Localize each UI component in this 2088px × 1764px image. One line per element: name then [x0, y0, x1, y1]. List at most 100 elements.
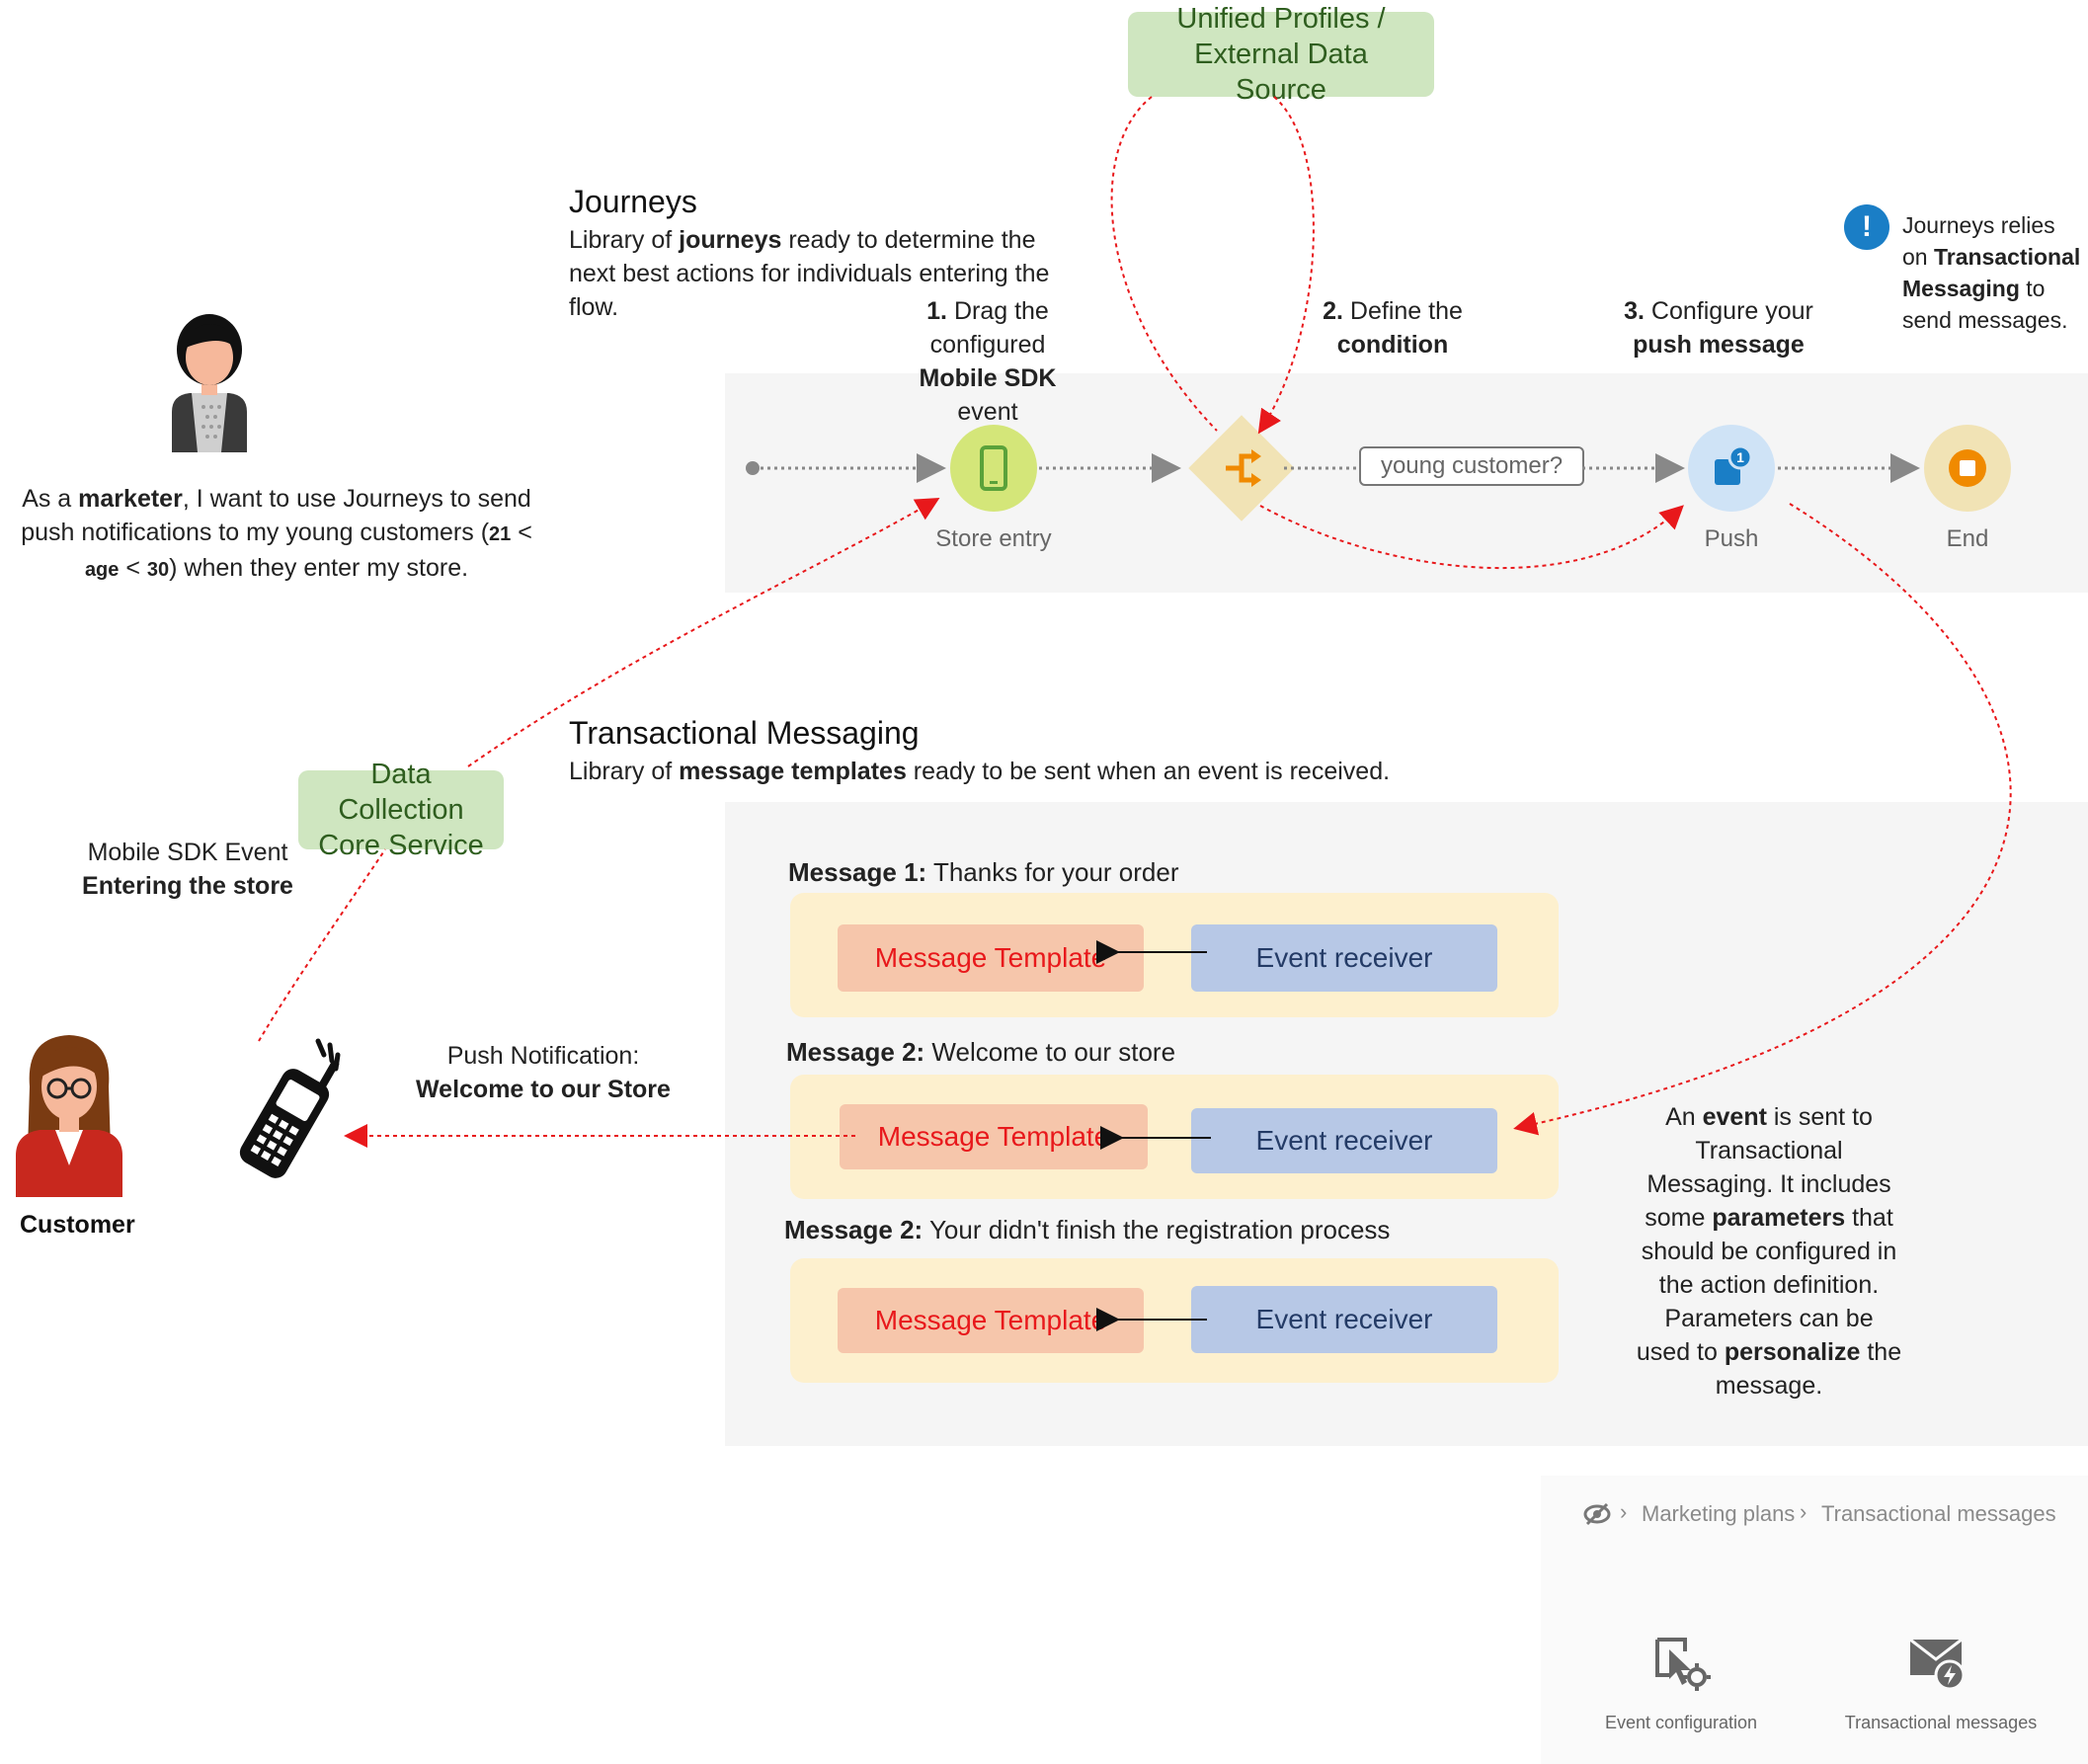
customer-label: Customer	[20, 1211, 135, 1239]
unified-profiles-label: Unified Profiles / External Data Source	[1176, 3, 1386, 106]
message-1-receiver[interactable]: Event receiver	[1191, 924, 1497, 992]
push-notification-icon: 1	[1715, 444, 1753, 485]
push-notification-text: Push Notification: Welcome to our Store	[415, 1039, 672, 1106]
message-1-template-label: Message Template	[874, 942, 1107, 973]
message-2-receiver-label: Event receiver	[1255, 1125, 1433, 1156]
info-icon: !	[1844, 204, 1889, 250]
breadcrumb-transactional-messages[interactable]: Transactional messages	[1821, 1501, 2056, 1526]
data-collection-source: Data Collection Core Service	[298, 759, 504, 861]
event-note-p3: that should be configured in the action …	[1636, 1204, 1897, 1366]
svg-text:1: 1	[1736, 449, 1744, 465]
step-2: 2. Define the condition	[1309, 294, 1477, 361]
ui-screenshot	[1541, 1476, 2088, 1764]
step-1-pre: Drag the configured	[929, 297, 1049, 359]
push-node[interactable]: 1	[1688, 425, 1775, 512]
step-1-number: 1.	[926, 297, 947, 325]
message-2-bold: Message 2:	[786, 1037, 925, 1067]
info-note-pre: Journeys relies on	[1902, 212, 2055, 270]
profile-to-condition-curve	[1110, 96, 1218, 432]
cellphone-icon	[227, 1031, 346, 1189]
marketer-age: age	[84, 559, 120, 581]
info-note-bold: Transactional Messaging	[1902, 244, 2081, 301]
condition-label[interactable]: young customer?	[1359, 446, 1584, 486]
phone-to-sdk-curve	[258, 848, 386, 1042]
step-3: 3. Configure your push message	[1620, 294, 1817, 361]
breadcrumb-marketing-plans[interactable]: Marketing plans	[1642, 1501, 1796, 1526]
message-3-bold: Message 2:	[784, 1215, 924, 1244]
step-3-pre: Configure your	[1644, 297, 1813, 325]
message-1-receiver-label: Event receiver	[1255, 942, 1433, 973]
event-configuration-icon[interactable]	[1651, 1636, 1711, 1691]
marketer-post: ) when they enter my store.	[169, 554, 469, 582]
event-note-p2: is sent to Transactional Messaging. It i…	[1645, 1103, 1891, 1232]
breadcrumb-chevron-2: ›	[1800, 1499, 1807, 1524]
marketer-bold: marketer	[78, 485, 183, 513]
message-2-text: Welcome to our store	[924, 1037, 1176, 1067]
event-note-p1: An	[1665, 1103, 1703, 1131]
step-1: 1. Drag the configured Mobile SDK event	[889, 294, 1086, 429]
event-note-b2: parameters	[1712, 1204, 1846, 1232]
message-1-title: Message 1: Thanks for your order	[788, 857, 1179, 888]
journeys-desc-bold: journeys	[679, 226, 782, 254]
journeys-description: Library of journeys ready to determine t…	[569, 223, 1063, 324]
transactional-desc-post: ready to be sent when an event is receiv…	[906, 758, 1391, 785]
message-3-template-label: Message Template	[874, 1305, 1107, 1335]
marketer-age-min: 21	[489, 523, 512, 545]
mobile-event-line-2: Entering the store	[82, 872, 293, 900]
event-note-p4: the message.	[1715, 1338, 1902, 1400]
step-2-bold: condition	[1336, 331, 1449, 359]
step-3-number: 3.	[1624, 297, 1645, 325]
transactional-messages-label[interactable]: Transactional messages	[1844, 1713, 2038, 1732]
transactional-title: Transactional Messaging	[569, 715, 920, 751]
message-3-receiver-label: Event receiver	[1255, 1304, 1433, 1334]
step-2-pre: Define the	[1342, 297, 1463, 325]
message-2-receiver[interactable]: Event receiver	[1191, 1108, 1497, 1173]
mobile-event-line-1: Mobile SDK Event	[87, 839, 288, 866]
flow-start-dot	[746, 461, 760, 475]
info-icon-glyph: !	[1862, 210, 1872, 243]
mobile-phone-icon	[980, 445, 1007, 491]
info-note: Journeys relies on Transactional Messagi…	[1902, 209, 2085, 336]
condition-to-push-curve	[1259, 505, 1684, 570]
push-notification-line-1: Push Notification:	[446, 1042, 640, 1070]
store-entry-node[interactable]	[950, 425, 1037, 512]
event-configuration-label[interactable]: Event configuration	[1604, 1713, 1758, 1732]
message-1-text: Thanks for your order	[926, 857, 1179, 887]
sdk-to-store-entry-curve	[467, 497, 940, 767]
step-3-bold: push message	[1633, 331, 1805, 359]
customer-avatar	[16, 1027, 122, 1197]
message-3-title: Message 2: Your didn't finish the regist…	[784, 1215, 1390, 1245]
journeys-desc-post: ready to determine the next best actions…	[569, 226, 1050, 321]
store-entry-label: Store entry	[935, 525, 1052, 552]
message-2-title: Message 2: Welcome to our store	[786, 1037, 1175, 1068]
event-note-b1: event	[1702, 1103, 1767, 1131]
message-3-receiver[interactable]: Event receiver	[1191, 1286, 1497, 1353]
marketer-lt-2: <	[119, 554, 147, 582]
info-note-post: to send messages.	[1902, 276, 2068, 333]
transactional-description: Library of message templates ready to be…	[569, 755, 1557, 788]
marketer-age-max: 30	[146, 559, 170, 581]
event-note: An event is sent to Transactional Messag…	[1636, 1100, 1902, 1403]
push-label: Push	[1704, 525, 1759, 552]
hidden-eye-icon[interactable]	[1582, 1499, 1612, 1529]
event-note-b3: personalize	[1724, 1338, 1861, 1366]
transactional-desc-bold: message templates	[679, 758, 907, 785]
marketer-lt-1: <	[511, 519, 532, 546]
breadcrumb-chevron-1: ›	[1620, 1499, 1628, 1524]
step-1-post: event	[957, 398, 1018, 426]
message-2-template[interactable]: Message Template	[840, 1104, 1148, 1169]
marketer-statement: As a marketer, I want to use Journeys to…	[20, 482, 533, 587]
unified-profiles-source: Unified Profiles / External Data Source	[1128, 3, 1434, 106]
end-node[interactable]	[1924, 425, 2011, 512]
message-1-bold: Message 1:	[788, 857, 927, 887]
message-1-template[interactable]: Message Template	[838, 924, 1144, 992]
marketer-pre: As a	[22, 485, 79, 513]
step-2-number: 2.	[1323, 297, 1343, 325]
message-3-template[interactable]: Message Template	[838, 1288, 1144, 1353]
step-1-bold: Mobile SDK	[919, 364, 1057, 392]
transactional-messages-icon[interactable]	[1906, 1636, 1969, 1691]
message-3-text: Your didn't finish the registration proc…	[923, 1215, 1391, 1244]
marketer-avatar	[160, 308, 259, 452]
push-to-event-receiver-curve	[1513, 503, 2012, 1136]
